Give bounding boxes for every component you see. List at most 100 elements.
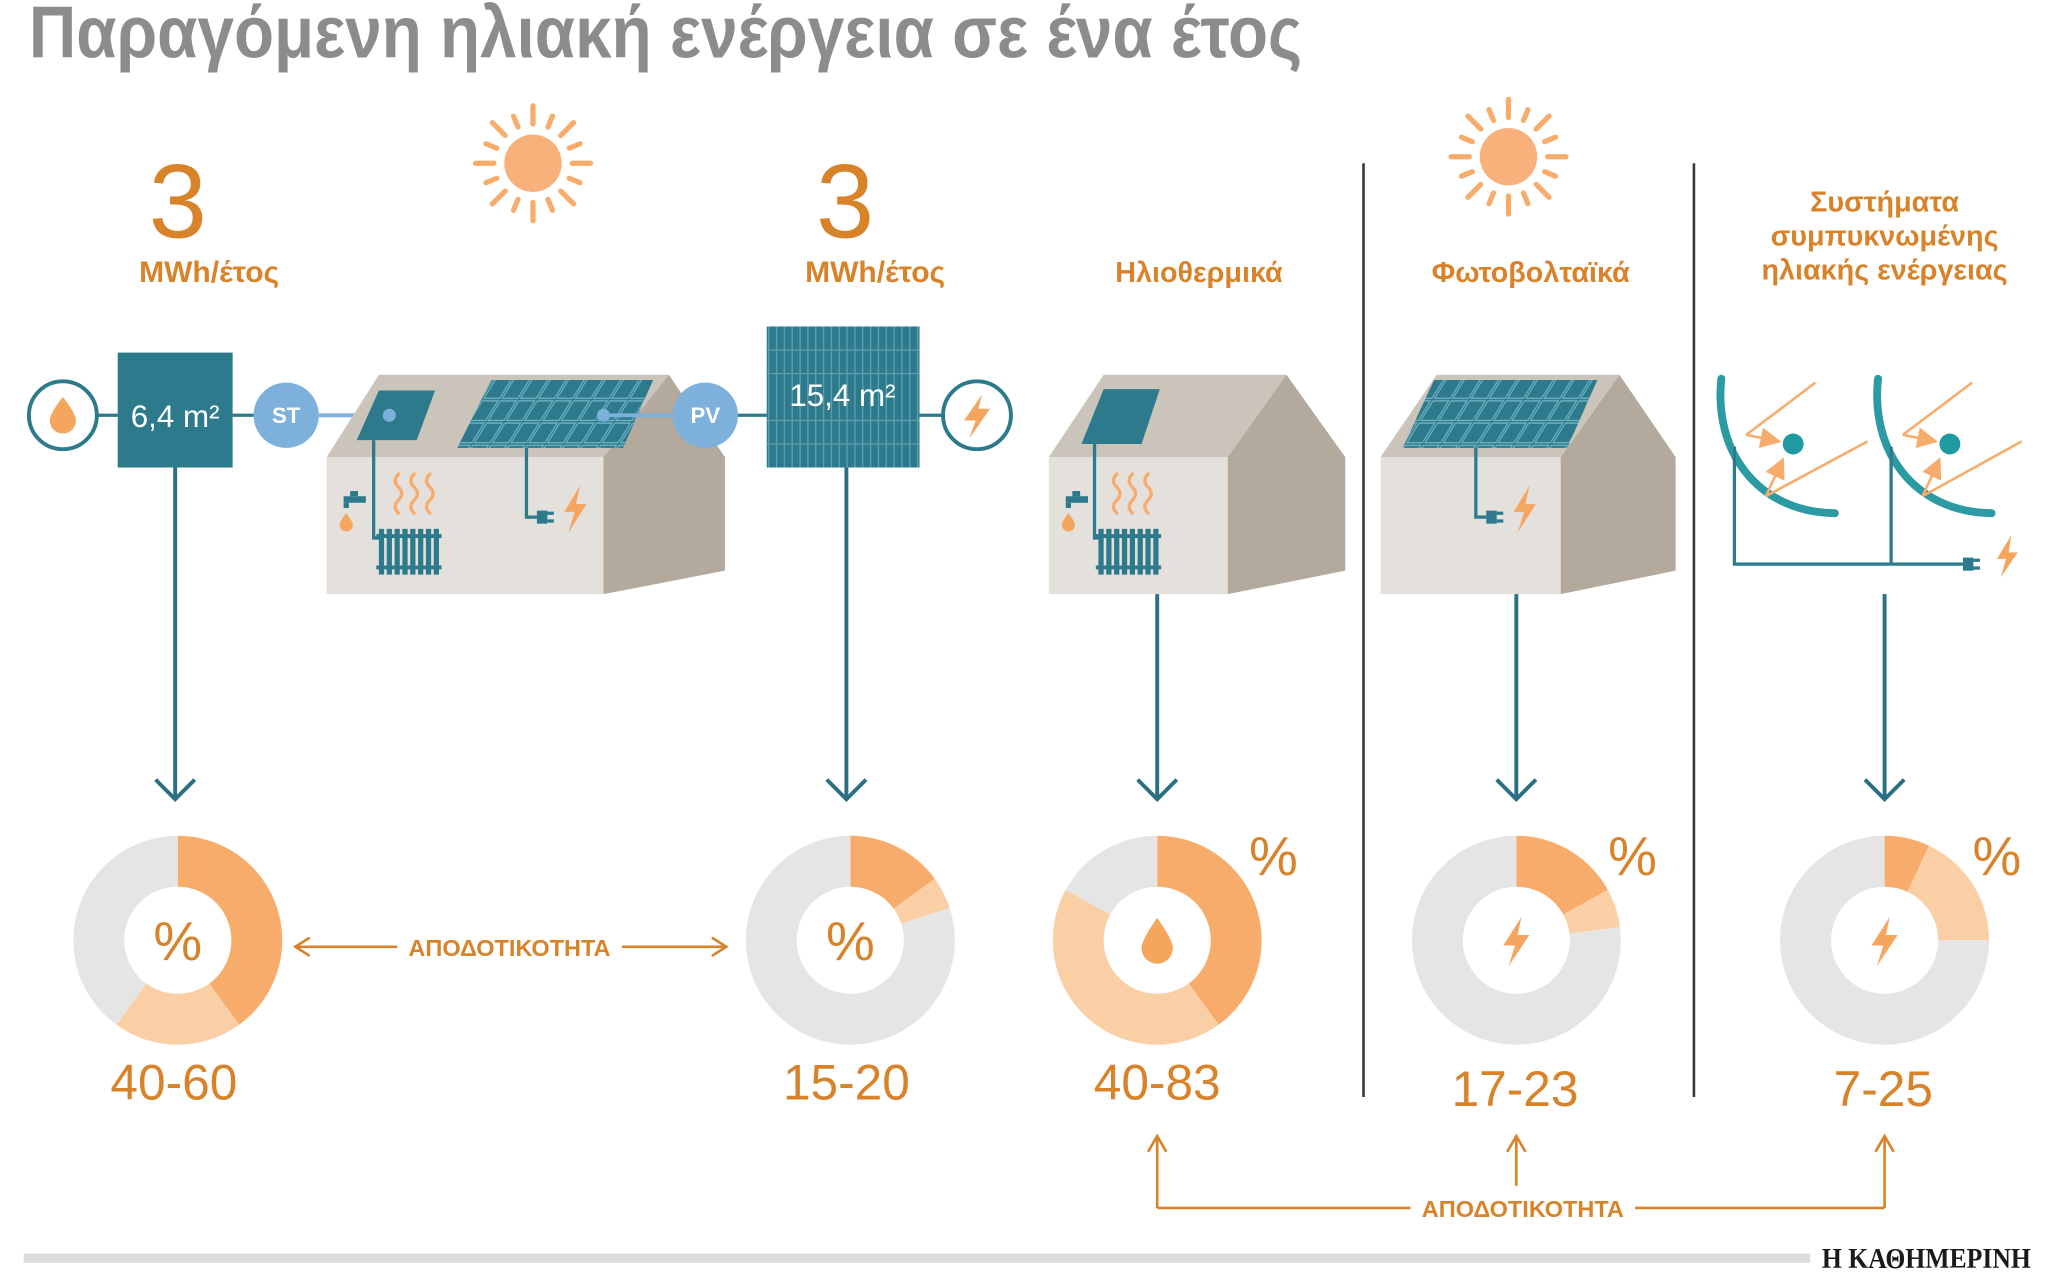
plug-prongs xyxy=(1973,558,1980,570)
sun-icon xyxy=(472,103,594,224)
down-arrow-head xyxy=(1136,778,1179,802)
efficiency-label: ΑΠΟΔΟΤΙΚΟΤΗΤΑ xyxy=(1422,1196,1624,1222)
solar-thermal-output-value: 3 xyxy=(149,144,207,261)
plug-icon xyxy=(1486,510,1504,524)
donut-2-range-slice xyxy=(893,878,950,924)
radiator-icon xyxy=(376,528,442,575)
donut-chart-5 xyxy=(1780,835,1990,1045)
plug-icon xyxy=(536,510,554,524)
faucet-icon xyxy=(343,491,366,508)
column-header-concentrated-line1: Συστήματα xyxy=(1810,187,1959,219)
down-arrow-head xyxy=(825,778,868,802)
efficiency-arrow-head-left xyxy=(292,936,311,958)
sun-ray-line xyxy=(1765,440,1869,498)
lightning-icon xyxy=(1513,485,1536,533)
plug-body xyxy=(1486,510,1497,524)
plug-body xyxy=(1962,557,1974,571)
sun-ray xyxy=(545,113,556,130)
pv-badge-label: PV xyxy=(691,403,721,428)
st-badge-label: ST xyxy=(272,403,301,428)
down-arrow xyxy=(1495,594,1538,802)
faucet-handle xyxy=(350,491,358,497)
house-photovoltaic-illustration xyxy=(1380,374,1676,595)
column-header-concentrated-line3: ηλιακής ενέργειας xyxy=(1762,254,2008,286)
faucet-handle xyxy=(1072,491,1081,497)
house-front-wall xyxy=(1380,457,1561,595)
up-arrow-head xyxy=(1506,1133,1527,1153)
reflected-ray-arrow xyxy=(1745,427,1782,449)
donut-5-range-label: 7-25 xyxy=(1834,1061,1933,1117)
column-header-concentrated-line2: συμπυκνωμένης xyxy=(1771,221,1999,253)
donut-1-percent-sign: % xyxy=(153,910,202,972)
reflected-ray-arrow xyxy=(1764,457,1785,497)
donut-3-remainder-slice xyxy=(1065,835,1158,915)
down-arrow xyxy=(1136,594,1179,802)
sun-ray xyxy=(1520,107,1531,124)
water-drop-icon xyxy=(1141,918,1173,964)
sun-core xyxy=(504,134,562,192)
photovoltaic-panel xyxy=(457,380,654,448)
sun-ray xyxy=(510,196,521,213)
pv-badge xyxy=(672,382,739,448)
donut-1-min-slice xyxy=(177,835,283,1025)
source-credit: Η ΚΑΘΗΜΕΡΙΝΗ xyxy=(1822,1243,2031,1275)
radiator-icon xyxy=(1095,528,1162,575)
sun-ray xyxy=(1458,134,1475,145)
down-arrow xyxy=(154,467,197,802)
down-arrow-head xyxy=(1863,778,1906,802)
down-arrow-head xyxy=(1495,778,1538,802)
sun-ray xyxy=(1458,169,1475,179)
donut-3-range-slice xyxy=(1052,889,1219,1045)
plug-icon xyxy=(1962,557,1980,571)
photovoltaic-panel xyxy=(1402,380,1598,448)
sun-ray xyxy=(1520,190,1531,207)
house-gable-wall xyxy=(1227,374,1346,595)
donut-4-range-label: 17-23 xyxy=(1452,1061,1579,1117)
lightning-icon xyxy=(564,485,587,533)
power-cable xyxy=(524,447,537,519)
sun-ray xyxy=(558,188,577,207)
pv-panel-grid xyxy=(766,349,920,445)
sun-icon xyxy=(1448,96,1569,217)
faucet-icon xyxy=(1065,491,1088,508)
sun-ray xyxy=(1542,169,1559,179)
sun-core xyxy=(1479,127,1538,186)
down-arrow xyxy=(825,467,868,802)
faucet-spout xyxy=(1065,502,1072,508)
water-drop-icon xyxy=(339,513,353,532)
donut-2-min-slice xyxy=(850,835,935,909)
sun-ray xyxy=(1542,134,1559,145)
sun-ray xyxy=(483,141,500,151)
solar-thermal-collector-area-box xyxy=(117,352,233,468)
donut-1-range-label: 40-60 xyxy=(110,1055,237,1111)
donut-3-percent-sign: % xyxy=(1249,825,1298,887)
efficiency-comparison-bracket: ΑΠΟΔΟΤΙΚΟΤΗΤΑ xyxy=(1146,1133,1895,1222)
up-arrow-head xyxy=(1146,1133,1168,1153)
column-header-photovoltaic: Φωτοβολταϊκά xyxy=(1432,257,1630,289)
sun-ray xyxy=(489,119,508,139)
sun-ray xyxy=(558,119,577,139)
efficiency-arrow-head-right xyxy=(711,936,729,958)
plug-prongs xyxy=(547,511,554,523)
donut-5-min-slice xyxy=(1884,835,1930,892)
donut-2-percent-sign: % xyxy=(826,910,875,972)
sun-ray xyxy=(1486,190,1497,207)
down-arrow xyxy=(1863,594,1906,802)
sun-ray-line xyxy=(1921,440,2023,498)
power-cable xyxy=(1732,446,1963,566)
st-badge xyxy=(253,382,319,448)
donut-1-range-slice xyxy=(116,983,240,1045)
hot-water-icon xyxy=(26,379,99,452)
lightning-icon xyxy=(1996,535,2018,578)
photovoltaic-output-unit: MWh/έτος xyxy=(805,256,945,289)
efficiency-comparison-arrow: ΑΠΟΔΟΤΙΚΟΤΗΤΑ xyxy=(292,935,729,961)
donut-4-range-slice xyxy=(1563,889,1620,934)
plug-prongs xyxy=(1496,511,1504,523)
sun-ray xyxy=(489,188,508,207)
dish-receiver xyxy=(1782,433,1804,455)
lightning-icon xyxy=(963,394,991,439)
donut-5-remainder-slice xyxy=(1780,835,1990,1045)
up-arrow-head xyxy=(1874,1133,1895,1153)
sun-ray xyxy=(1465,181,1484,200)
donut-5-percent-sign: % xyxy=(1973,825,2022,887)
